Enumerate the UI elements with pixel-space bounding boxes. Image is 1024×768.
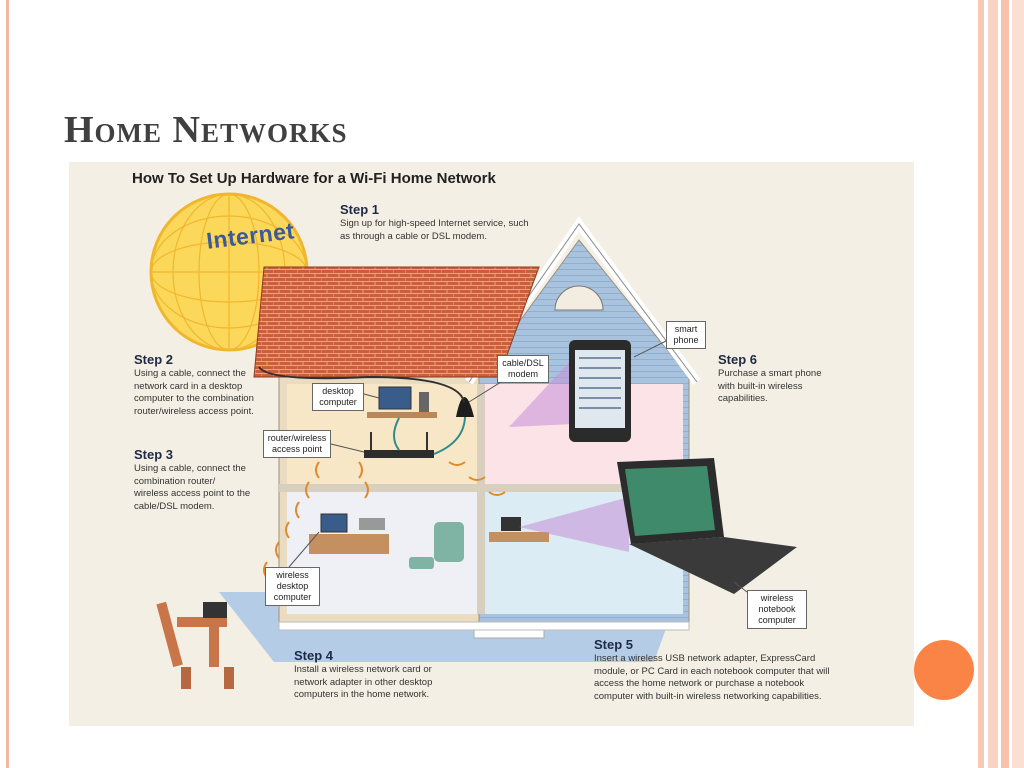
wireless-desktop-lower [309,513,389,554]
router-device [364,432,434,458]
step-3: Step 3 Using a cable, connect the combin… [134,447,252,513]
house-diagram-graphic [149,192,797,689]
step-4-heading: Step 4 [294,648,334,663]
attic-window [554,285,604,311]
step-6: Step 6 Purchase a smart phone with built… [718,352,836,406]
orange-accent-dot [914,640,974,700]
step-5-heading: Step 5 [594,637,634,652]
notebook-desk-lower [489,517,549,542]
step-2: Step 2 Using a cable, connect the networ… [134,352,266,418]
step-2-heading: Step 2 [134,352,174,367]
step-3-text: Using a cable, connect the combination r… [134,463,251,512]
step-1-heading: Step 1 [340,202,380,217]
callout-desktop-computer: desktop computer [312,383,364,411]
smart-phone-device [569,340,631,442]
wireless-waves [263,461,506,579]
outdoor-notebook [203,602,227,618]
step-2-text: Using a cable, connect the network card … [134,368,254,417]
callout-wireless-notebook: wireless notebook computer [747,590,807,629]
right-decorative-stripe [1001,0,1009,768]
step-4: Step 4 Install a wireless network card o… [294,648,464,702]
step-6-heading: Step 6 [718,352,758,367]
lawn-chair [156,601,234,689]
right-decorative-stripe [1012,0,1024,768]
notebook-computer-device [617,458,797,594]
step-5-text: Insert a wireless USB network adapter, E… [594,653,830,702]
step-3-heading: Step 3 [134,447,174,462]
home-network-illustration: How To Set Up Hardware for a Wi-Fi Home … [69,162,914,726]
left-border-rule [6,0,9,768]
callout-smart-phone: smart phone [666,321,706,349]
callout-modem: cable/DSL modem [497,355,549,383]
wireless-beam-notebook [519,497,629,552]
step-5: Step 5 Insert a wireless USB network ada… [594,637,844,703]
slide-title: Home Networks [64,109,348,151]
callout-router: router/wireless access point [263,430,331,458]
figure-title: How To Set Up Hardware for a Wi-Fi Home … [132,170,496,187]
modem-device [456,397,474,417]
step-4-text: Install a wireless network card or netwo… [294,664,433,700]
right-decorative-stripe [988,0,998,768]
desktop-computer-upper [367,386,437,418]
wireless-beam-phone [509,357,574,427]
right-decorative-stripe [978,0,984,768]
step-1-text: Sign up for high-speed Internet service,… [340,218,529,242]
step-6-text: Purchase a smart phone with built-in wir… [718,368,822,404]
step-1: Step 1 Sign up for high-speed Internet s… [340,202,540,243]
armchair [409,522,464,569]
callout-wireless-desktop: wireless desktop computer [265,567,320,606]
network-cable [258,366,465,403]
